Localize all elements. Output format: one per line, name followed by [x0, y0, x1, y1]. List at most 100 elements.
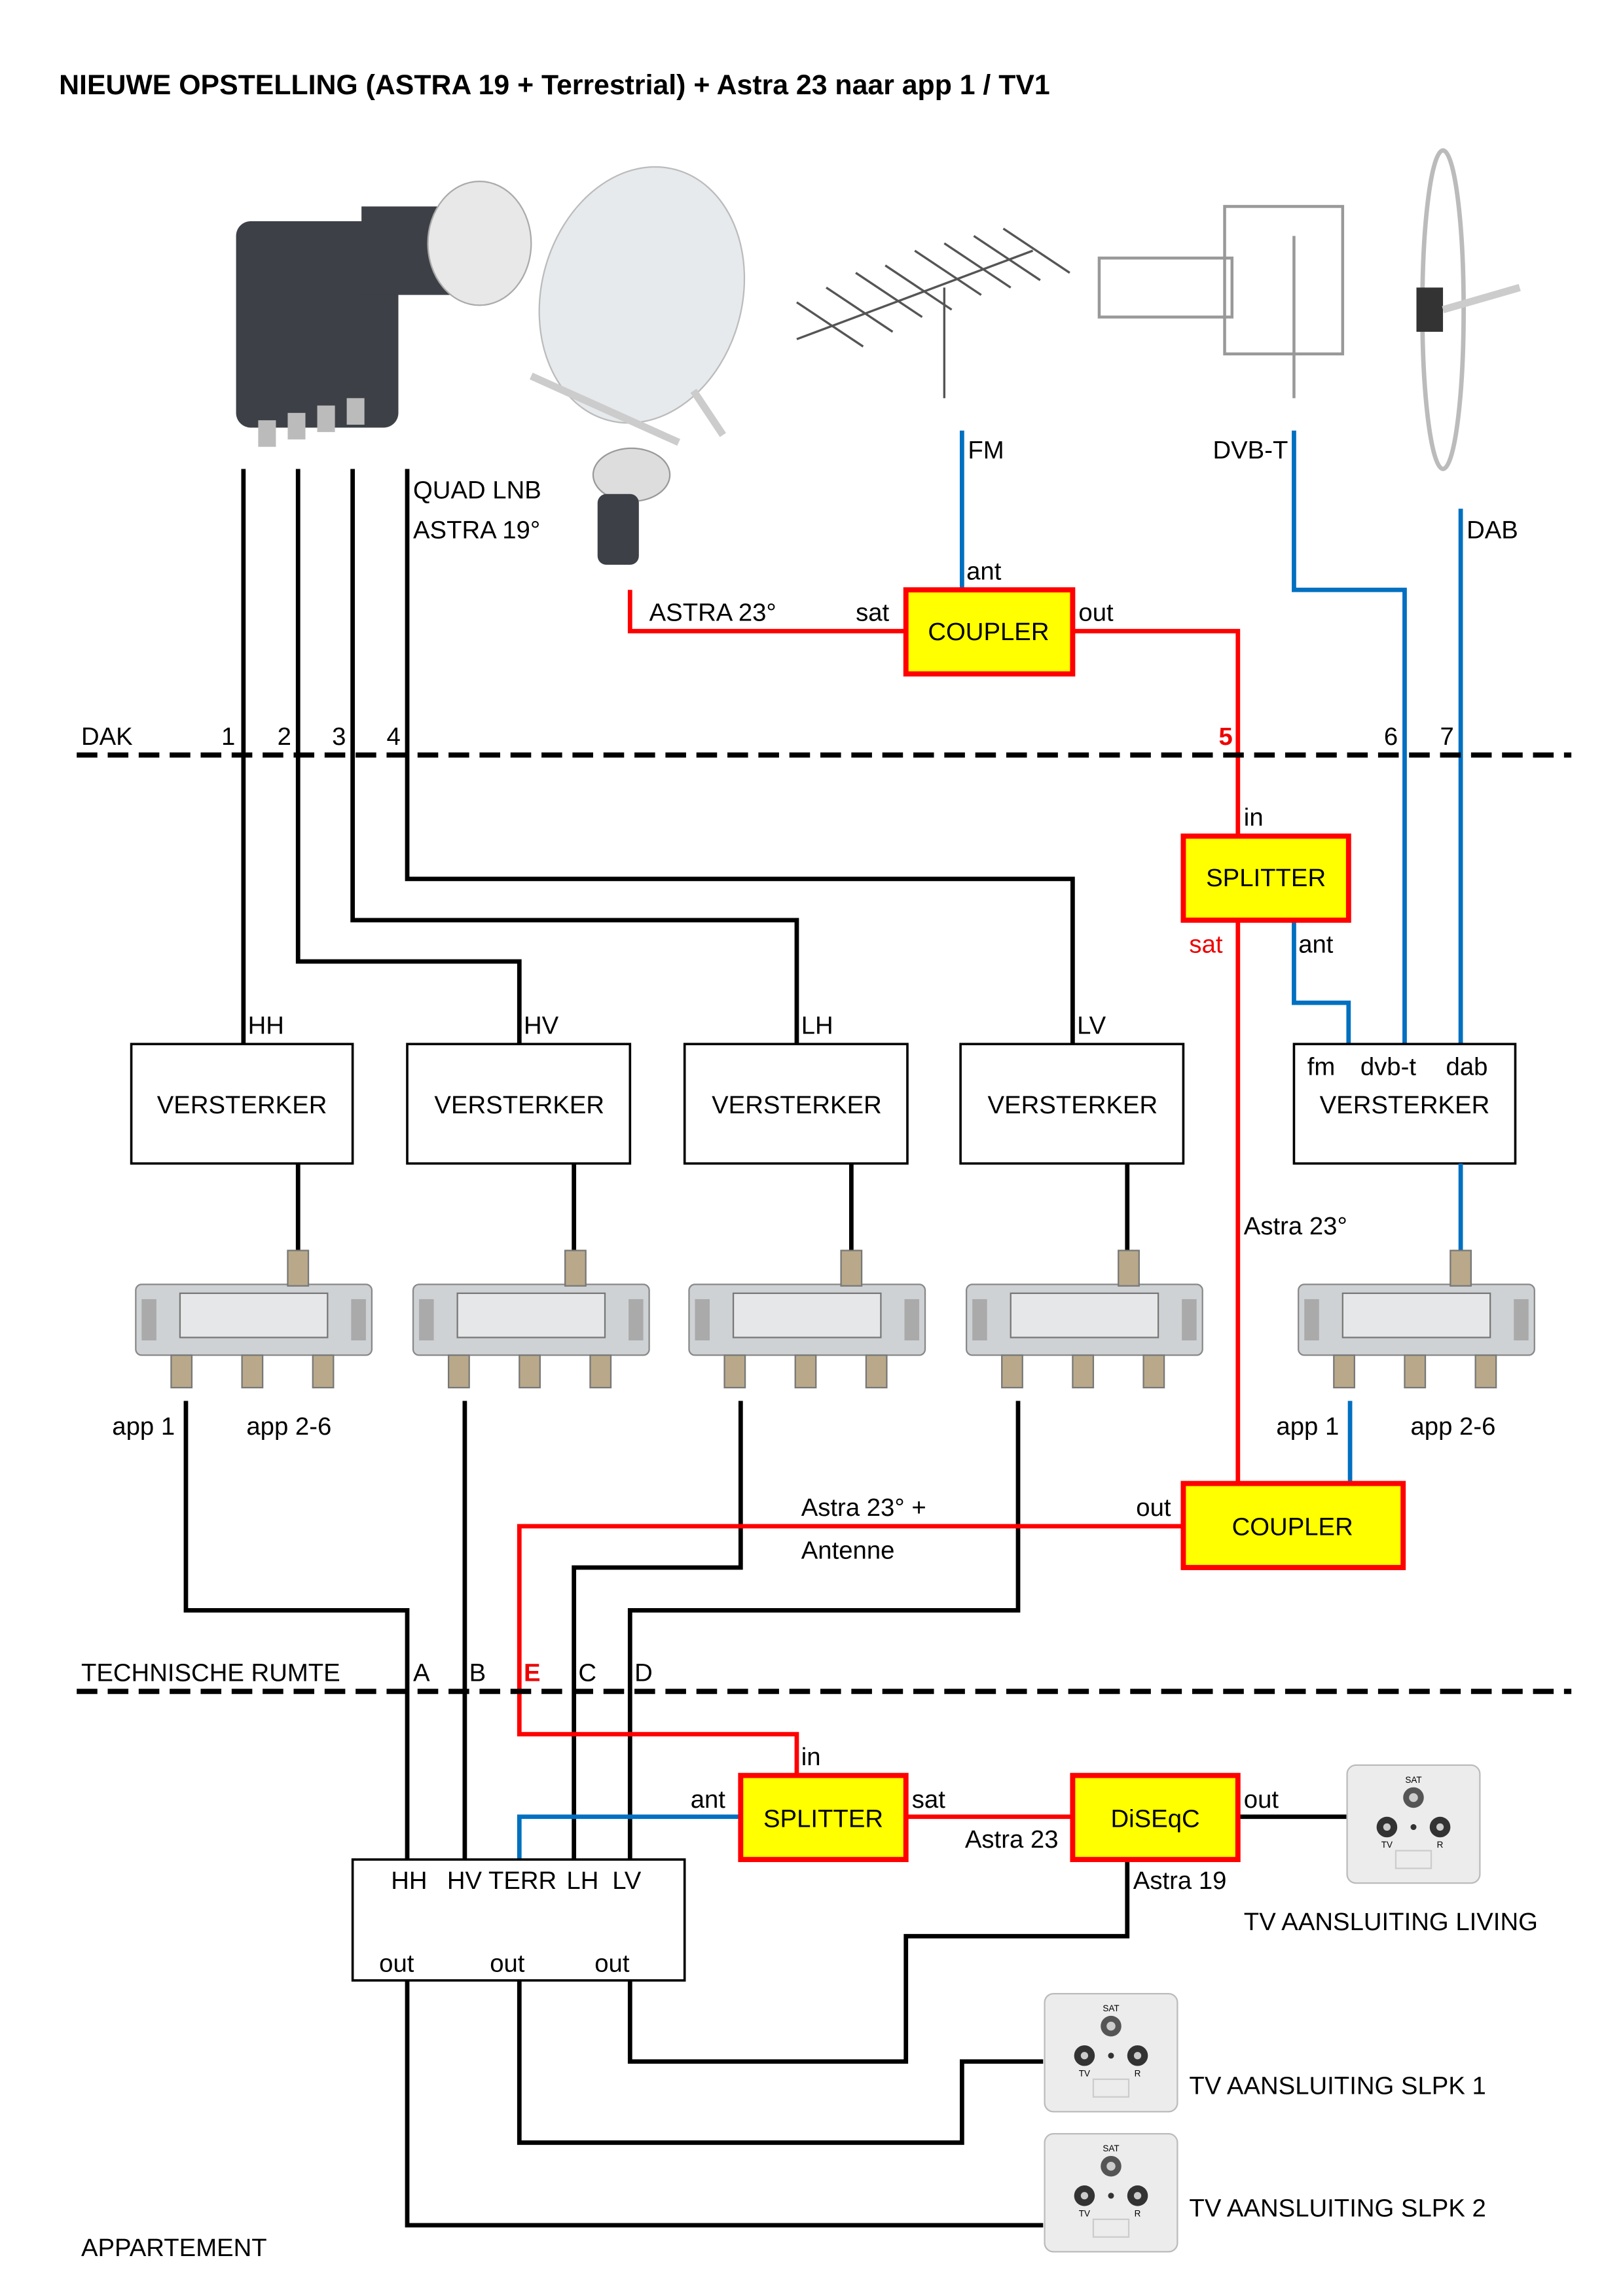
amp-input-fm: fm	[1307, 1052, 1336, 1081]
3way-splitter-image	[412, 1249, 650, 1389]
terr-cable	[517, 1814, 741, 1860]
tv-outlet-slpk1-image	[1044, 1992, 1178, 2113]
tech-coupler-label: COUPLER	[1232, 1513, 1353, 1541]
apt-splitter	[738, 1772, 909, 1863]
dab-antenna-image	[1416, 148, 1521, 471]
dab-label: DAB	[1467, 516, 1518, 544]
multiswitch: HH HV TERR LH LV out out out	[351, 1858, 686, 1982]
cable-3-lh	[350, 469, 799, 1045]
dvbt-label: DVB-T	[1213, 437, 1288, 465]
coupler-ant-port: ant	[966, 557, 1002, 585]
tech-splitter-sat-port: sat	[1189, 930, 1222, 958]
technical-room-zone-label: TECHNISCHE RUMTE	[81, 1659, 340, 1687]
combined-label-2: Antenne	[801, 1536, 895, 1564]
ms-output-2: out	[490, 1949, 525, 1977]
cable-number-7: 7	[1440, 723, 1454, 751]
tech-splitter	[1180, 833, 1351, 923]
apt-splitter-sat-port: sat	[912, 1785, 945, 1814]
tech-splitter-ant-port: ant	[1298, 930, 1334, 958]
amp-label: VERSTERKER	[988, 1091, 1158, 1119]
coupler-sat-port: sat	[856, 599, 889, 627]
ms-input-lh: LH	[566, 1867, 598, 1895]
tech-coupler-out-port: out	[1136, 1494, 1171, 1522]
dvbt-antenna-image	[1097, 205, 1345, 399]
app26-label: app 2-6	[246, 1412, 331, 1441]
cable-letter-c: C	[578, 1659, 596, 1687]
amplifier-hv: VERSTERKER	[406, 1043, 632, 1165]
ms-input-lv: LV	[612, 1867, 641, 1895]
astra19-apt-label: Astra 19	[1133, 1867, 1227, 1895]
ms-output-3: out	[594, 1949, 630, 1977]
cable-2-hv	[295, 469, 522, 1045]
slpk1-cable	[517, 1980, 1044, 2145]
cable-number-2: 2	[278, 723, 291, 751]
fm-label: FM	[968, 437, 1004, 465]
cable-6-dvbt	[1292, 430, 1407, 1045]
amplifier-hh: VERSTERKER	[130, 1043, 354, 1165]
app1-label: app 1	[1276, 1412, 1339, 1441]
ms-input-hv: HV	[447, 1867, 483, 1895]
3way-splitter-image	[1298, 1249, 1535, 1389]
ms-input-hh: HH	[391, 1867, 427, 1895]
amp-label: VERSTERKER	[1320, 1091, 1490, 1119]
ms-input-terr: TERR	[488, 1867, 556, 1895]
amp-4-input: LV	[1077, 1011, 1106, 1039]
page-title: NIEUWE OPSTELLING (ASTRA 19 + Terrestria…	[59, 69, 1050, 101]
tv-outlet-living-image	[1346, 1764, 1481, 1884]
quad-lnb-label: QUAD LNB	[413, 476, 541, 505]
amp-input-dvbt: dvb-t	[1360, 1052, 1417, 1081]
outlet-slpk1-label: TV AANSLUITING SLPK 1	[1189, 2072, 1486, 2100]
amp-1-input: HH	[248, 1011, 284, 1039]
diseqc-label: DiSEqC	[1110, 1805, 1199, 1833]
amp-2-input: HV	[524, 1011, 559, 1039]
slpk2-cable	[405, 1980, 1044, 2228]
cable-number-1: 1	[221, 723, 235, 751]
roof-zone-label: DAK	[81, 723, 133, 751]
tech-splitter-label: SPLITTER	[1206, 864, 1326, 892]
cable-a-hh	[183, 1401, 410, 1860]
app26-label: app 2-6	[1410, 1412, 1495, 1441]
astra23-label: ASTRA 23°	[649, 599, 776, 627]
cable-number-4: 4	[386, 723, 400, 751]
amp-label: VERSTERKER	[712, 1091, 882, 1119]
outlet-living-label: TV AANSLUITING LIVING	[1244, 1908, 1538, 1936]
astra23-lnb-image	[592, 447, 671, 565]
3way-splitter-image	[135, 1249, 373, 1389]
amp-label: VERSTERKER	[157, 1091, 327, 1119]
cable-letter-b: B	[469, 1659, 486, 1687]
cable-letter-e: E	[524, 1659, 541, 1687]
diseqc-switch	[1070, 1772, 1241, 1863]
amplifier-lv: VERSTERKER	[959, 1043, 1185, 1165]
3way-splitter-image	[688, 1249, 926, 1389]
roof-coupler	[903, 587, 1076, 677]
apt-splitter-in-port: in	[801, 1743, 821, 1771]
cable-e	[517, 1524, 1184, 1776]
cable-5	[1072, 628, 1241, 836]
quad-lnb-image	[236, 180, 532, 447]
astra23-cable	[627, 590, 906, 634]
cable-4-lv	[405, 469, 1075, 1045]
tv-outlet-slpk2-image	[1044, 2133, 1178, 2253]
tech-splitter-in-port: in	[1244, 804, 1264, 832]
amp-3-input: LH	[801, 1011, 833, 1039]
apt-splitter-ant-port: ant	[691, 1785, 726, 1814]
roof-coupler-label: COUPLER	[928, 618, 1049, 646]
cable-number-5: 5	[1219, 723, 1233, 751]
amp-input-dab: dab	[1446, 1052, 1488, 1081]
cable-letter-d: D	[634, 1659, 653, 1687]
tech-coupler	[1180, 1480, 1406, 1570]
amplifier-terrestrial: fm dvb-t dab VERSTERKER	[1292, 1043, 1517, 1165]
astra23-cable-label: Astra 23°	[1244, 1212, 1347, 1240]
amp-label: VERSTERKER	[434, 1091, 604, 1119]
apartment-zone-label: APPARTEMENT	[81, 2234, 267, 2262]
diseqc-out-port: out	[1244, 1785, 1279, 1814]
3way-splitter-image	[966, 1249, 1203, 1389]
astra19-label: ASTRA 19°	[413, 516, 540, 544]
apt-splitter-label: SPLITTER	[763, 1805, 883, 1833]
combined-label-1: Astra 23° +	[801, 1494, 926, 1522]
ms-output-1: out	[379, 1949, 414, 1977]
outlet-slpk2-label: TV AANSLUITING SLPK 2	[1189, 2194, 1486, 2222]
cable-letter-a: A	[413, 1659, 430, 1687]
coupler-out-port: out	[1078, 599, 1114, 627]
